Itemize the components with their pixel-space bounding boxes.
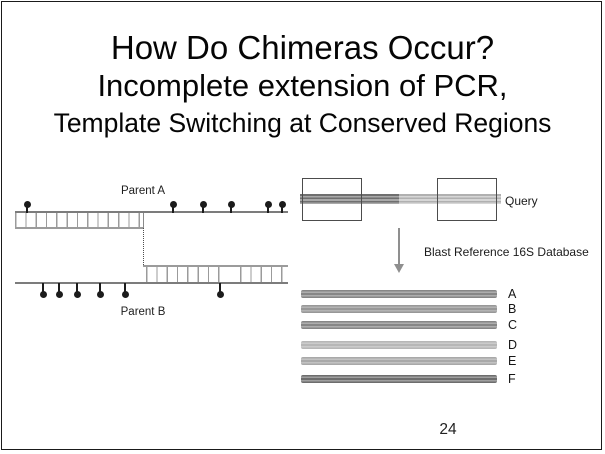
primer-icon — [199, 201, 207, 213]
page-title-line-2: Incomplete extension of PCR, — [97, 68, 508, 103]
reference-row: F — [301, 371, 541, 386]
query-bar-light-segment — [399, 193, 501, 204]
query-label: Query — [505, 194, 538, 208]
reference-row: D — [301, 337, 541, 352]
bottom-duplex-ladder-segment-1 — [146, 266, 226, 282]
conserved-region-box-left — [302, 177, 362, 221]
page-title-line-1: How Do Chimeras Occur? — [110, 29, 495, 66]
parent-a-label: Parent A — [120, 185, 166, 197]
reference-bar — [301, 356, 497, 365]
parent-a-strand-line — [15, 211, 288, 213]
primer-icon — [216, 283, 224, 298]
query-bar-dark-segment — [300, 193, 399, 204]
primer-icon — [227, 201, 235, 213]
top-duplex-ladder — [15, 213, 144, 229]
reference-row-label: A — [508, 286, 517, 301]
reference-row-label: D — [508, 337, 518, 352]
reference-row: C — [301, 317, 541, 332]
primer-icon — [264, 201, 272, 213]
bottom-duplex-ladder-segment-2 — [240, 266, 288, 282]
reference-bar — [301, 304, 497, 313]
reference-row-label: F — [508, 371, 516, 386]
primer-icon — [73, 283, 81, 298]
reference-bar — [301, 289, 497, 298]
template-switch-dotted-line — [143, 228, 144, 265]
primer-icon — [39, 283, 47, 298]
reference-row-label: B — [508, 301, 517, 316]
query-sequence-bar — [300, 193, 501, 204]
reference-row-label: C — [508, 317, 518, 332]
primer-icon — [121, 283, 129, 298]
bottom-duplex-rail — [143, 264, 288, 267]
primer-icon — [23, 201, 31, 213]
down-arrow-icon — [398, 228, 400, 265]
page-number: 24 — [439, 421, 457, 438]
reference-row: B — [301, 301, 541, 316]
reference-row-label: E — [508, 353, 517, 368]
reference-bar — [301, 320, 497, 329]
reference-row: E — [301, 353, 541, 368]
primer-icon — [278, 201, 286, 213]
conserved-region-box-right — [437, 177, 497, 221]
primer-icon — [169, 201, 177, 213]
page-title-line-3: Template Switching at Conserved Regions — [53, 108, 552, 138]
down-arrow-head-icon — [393, 264, 404, 273]
primer-icon — [55, 283, 63, 298]
reference-bar — [301, 374, 497, 383]
blast-reference-label: Blast Reference 16S Database — [424, 245, 589, 259]
primer-icon — [96, 283, 104, 298]
reference-row: A — [301, 286, 541, 301]
parent-b-label: Parent B — [120, 306, 166, 318]
reference-bar — [301, 340, 497, 349]
parent-b-strand-line — [15, 281, 288, 284]
